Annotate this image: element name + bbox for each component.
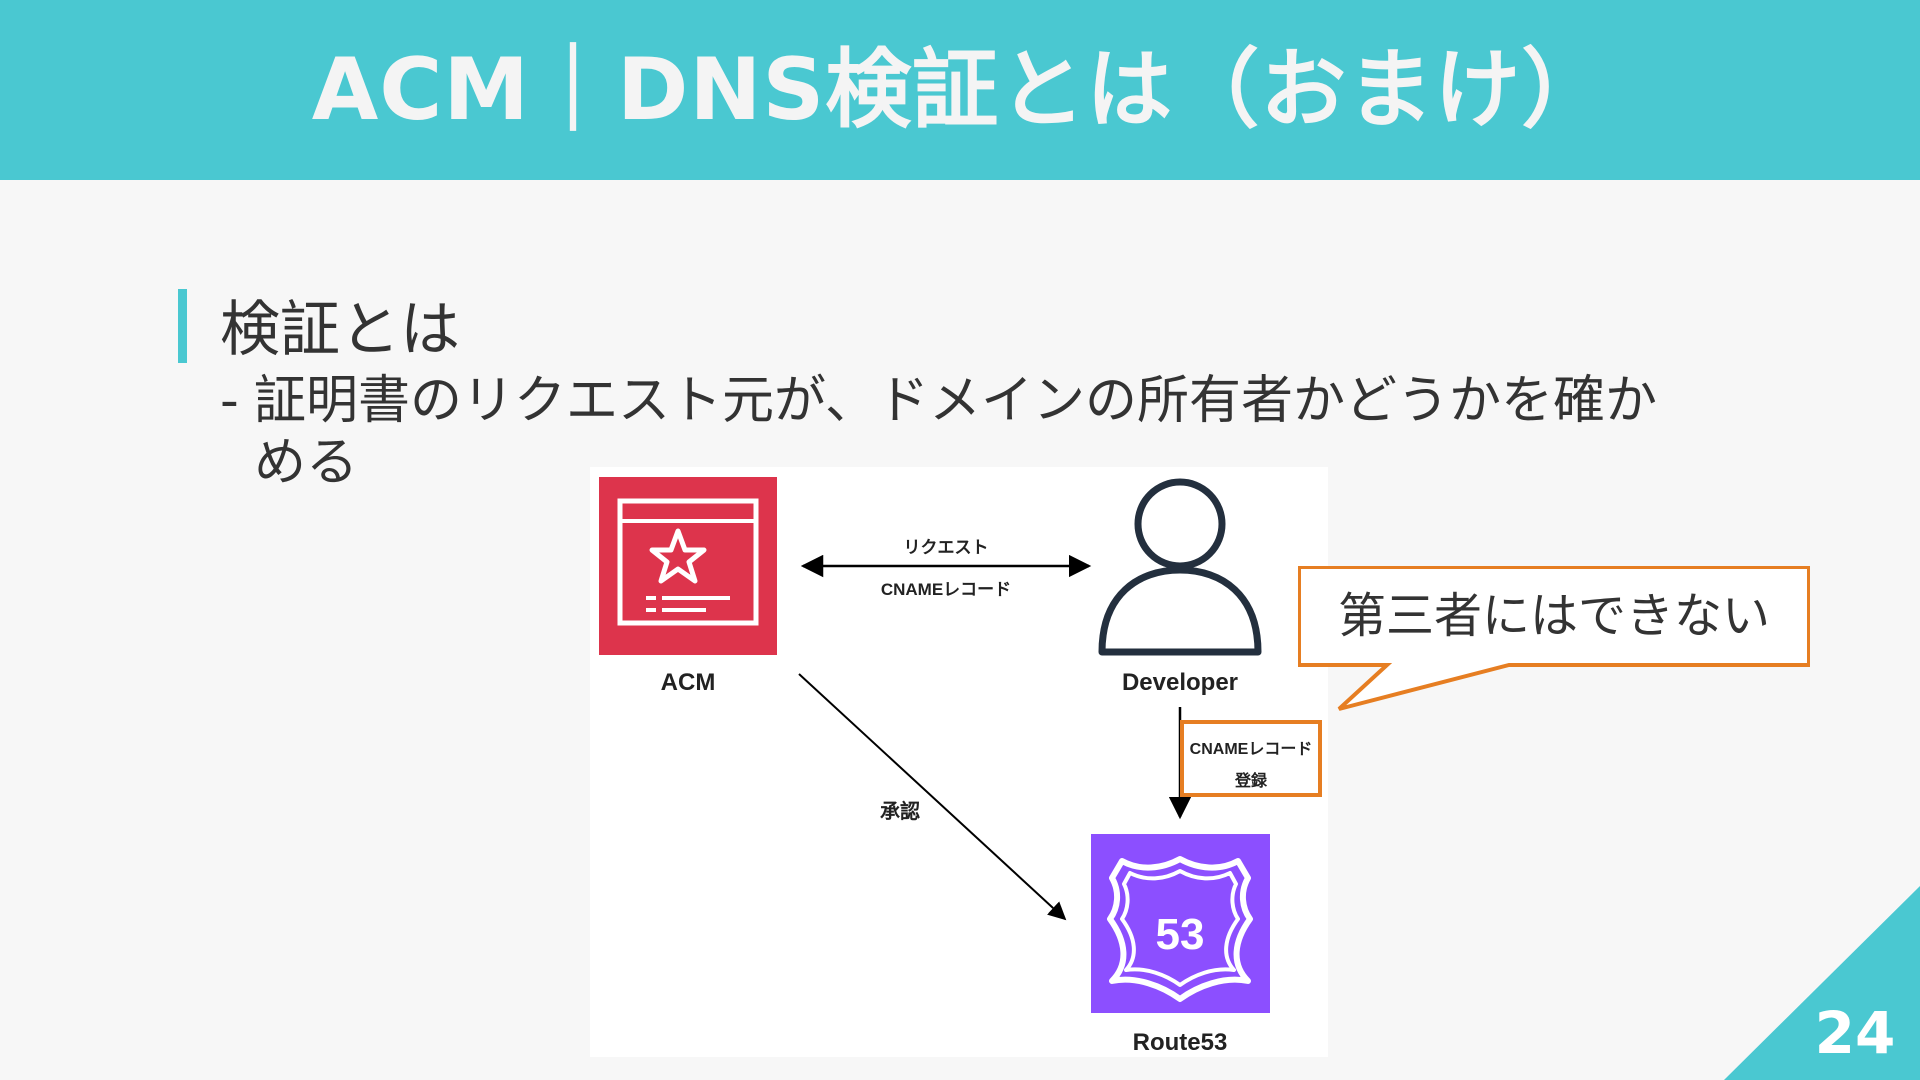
certificate-icon <box>599 477 777 655</box>
approve-arrow <box>798 673 1067 921</box>
speech-callout <box>1298 566 1810 711</box>
section-heading: 検証とは <box>220 295 460 365</box>
corner-triangle <box>1724 886 1920 1080</box>
user-icon <box>1098 478 1262 656</box>
route53-label: Route53 <box>1132 1029 1228 1056</box>
cname-edge-label: CNAMEレコード <box>880 580 1012 599</box>
developer-label: Developer <box>1121 669 1239 696</box>
acm-label: ACM <box>660 669 716 696</box>
callout-text: 第三者にはできない <box>1337 588 1770 644</box>
bullet-marker: - <box>220 371 239 431</box>
request-edge-label: リクエスト <box>903 538 989 557</box>
slide-title: ACM｜DNS検証とは（おまけ） <box>311 40 1609 140</box>
route53-shield-icon: 53 <box>1091 834 1270 1013</box>
approve-edge-label: 承認 <box>880 801 920 823</box>
page-number: 24 <box>1814 999 1896 1067</box>
heading-accent-bar <box>178 289 187 363</box>
register-label: 登録 <box>1234 773 1267 790</box>
register-label-box <box>1180 720 1322 797</box>
diagram-canvas: 53 <box>599 477 1322 1013</box>
bullet-text: 証明書のリクエスト元が、ドメインの所有者かどうかを確かめる <box>254 371 1657 493</box>
route53-badge-label: 53 <box>1156 910 1205 959</box>
register-cname-label: CNAMEレコード <box>1189 741 1313 758</box>
dns-validation-diagram: 53 ACM Developer Route53 リクエスト CNAMEレコード… <box>590 467 1328 1057</box>
title-banner <box>0 0 1920 180</box>
